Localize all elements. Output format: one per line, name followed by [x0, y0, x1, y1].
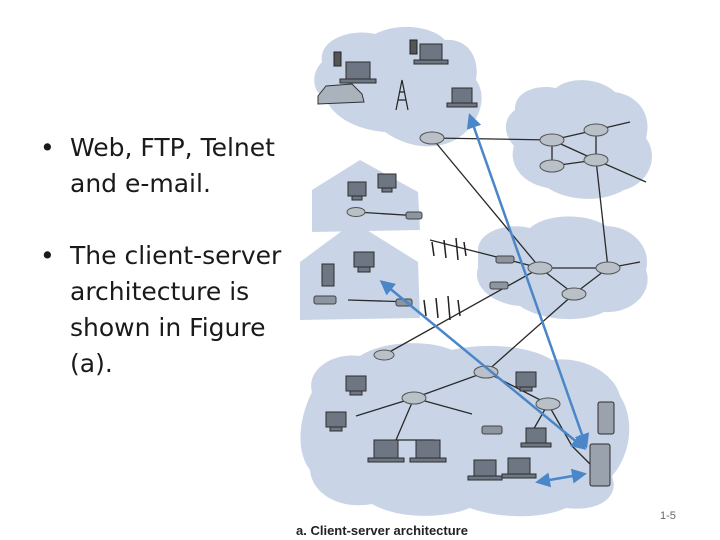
car-icon	[317, 83, 365, 105]
laptop-icon	[467, 459, 503, 481]
laptop-icon	[339, 61, 377, 84]
laptop-icon	[446, 87, 478, 108]
switch	[405, 211, 423, 220]
phone-icon	[333, 51, 342, 67]
bullet-list: • Web, FTP, Telnet and e-mail. • The cli…	[40, 130, 300, 418]
router	[373, 349, 395, 361]
router	[527, 261, 553, 275]
computer-icon	[353, 251, 375, 273]
bullet-item: • Web, FTP, Telnet and e-mail.	[40, 130, 300, 202]
bullet-item: • The client-server architecture is show…	[40, 238, 300, 382]
switch	[481, 425, 503, 435]
router	[539, 159, 565, 173]
router	[346, 207, 366, 217]
bullet-text: The client-server architecture is shown …	[70, 241, 282, 378]
computer-icon	[325, 411, 347, 432]
figure-caption: a. Client-server architecture	[296, 523, 468, 538]
computer-icon	[377, 173, 397, 193]
router	[539, 133, 565, 147]
router	[419, 131, 445, 145]
cell-tower-icon	[395, 79, 409, 111]
arrow-home-to-server	[379, 280, 587, 450]
laptop-icon	[520, 427, 552, 448]
servers	[589, 401, 615, 487]
switch	[489, 281, 509, 290]
bullet-text: Web, FTP, Telnet and e-mail.	[70, 133, 275, 198]
mobile-devices	[317, 39, 467, 321]
computer-icon	[347, 181, 367, 201]
cell-tower-icon	[423, 237, 467, 321]
computer-icon	[321, 263, 335, 287]
router	[535, 397, 561, 411]
modem	[313, 295, 337, 305]
phone-icon	[409, 39, 418, 55]
router	[595, 261, 621, 275]
router	[561, 287, 587, 301]
router	[583, 153, 609, 167]
laptop-icon	[413, 43, 449, 65]
client-server-arrows	[379, 113, 590, 488]
computer-icon	[345, 375, 367, 396]
bullet-marker: •	[40, 241, 55, 270]
server-icon	[597, 401, 615, 435]
server-icon	[589, 443, 611, 487]
arrow-laptop-to-server	[535, 468, 587, 488]
switch	[495, 255, 515, 264]
slide-number: 1-5	[660, 510, 676, 522]
router	[401, 391, 427, 405]
bullet-marker: •	[40, 133, 55, 162]
router	[583, 123, 609, 137]
